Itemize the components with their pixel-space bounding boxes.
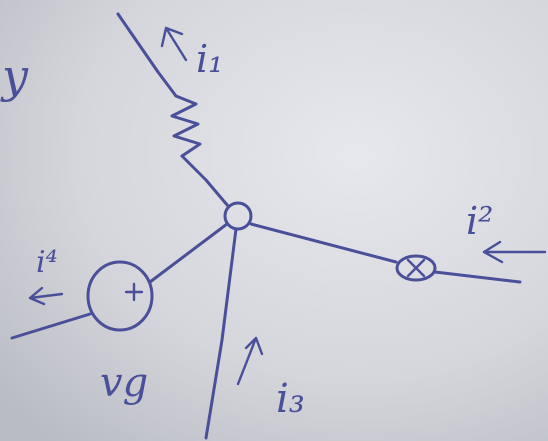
current-1-arrow: [160, 26, 188, 62]
current-2-label: i²: [466, 199, 493, 243]
branch-2-wire-right: [433, 270, 522, 284]
branch-1-wire-lower: [180, 154, 230, 208]
resistor-zigzag: [170, 94, 202, 158]
margin-fragment-label: y: [0, 49, 29, 103]
branch-4-wire-upper: [148, 222, 229, 284]
current-3-label: i₃: [276, 376, 305, 422]
branch-2-element: [395, 254, 437, 282]
branch-4-wire-lower: [10, 312, 92, 340]
voltage-source: [86, 260, 154, 332]
current-4-arrow: [28, 286, 64, 306]
source-label: vg: [100, 360, 148, 406]
branch-1-wire-upper: [116, 12, 178, 98]
current-2-arrow: [482, 240, 547, 264]
branch-2-element-cross: [406, 258, 426, 278]
voltage-source-plus-sign: [124, 282, 144, 302]
central-node: [223, 201, 253, 231]
branch-2-wire-left: [249, 222, 398, 264]
current-4-label: i⁴: [36, 245, 58, 280]
current-1-label: i₁: [196, 37, 223, 81]
current-3-arrow: [236, 336, 264, 386]
branch-3-wire: [204, 227, 238, 440]
